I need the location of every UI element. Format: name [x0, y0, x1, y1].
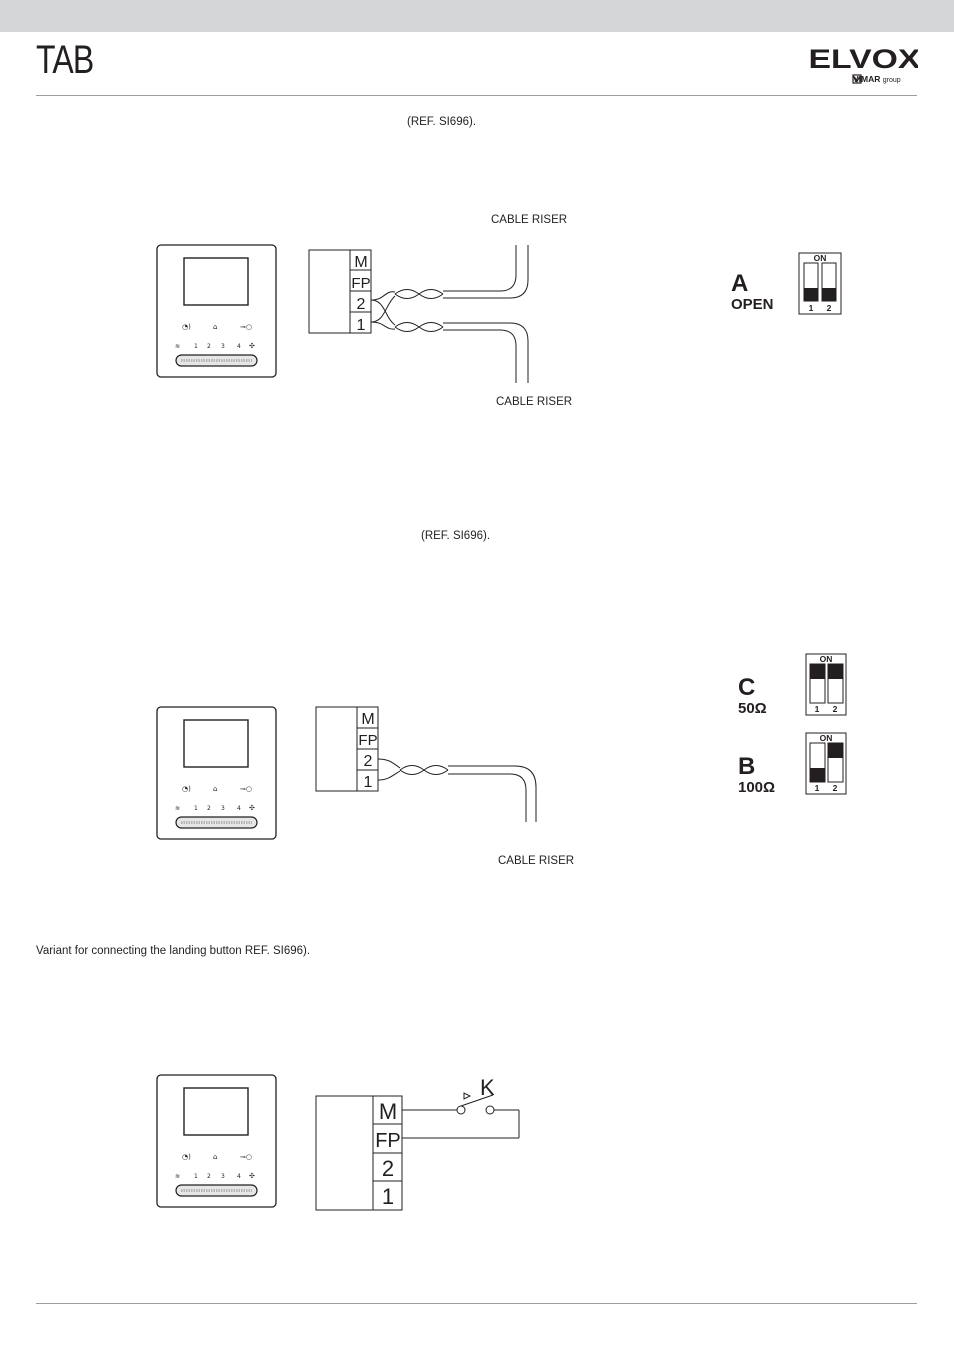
footer-divider [36, 1303, 917, 1304]
brand-sub: VIMAR group [853, 74, 901, 84]
dip-c-caption: C 50Ω [738, 674, 767, 718]
cable-riser-bottom-label: CABLE RISER [496, 396, 573, 408]
dip-b-letter: B [738, 753, 756, 780]
dip-a-setting: OPEN [731, 296, 774, 313]
cable-riser-label-2: CABLE RISER [498, 855, 575, 867]
dip-c-pos1: 1 [815, 704, 820, 714]
terminal-block-1: M FP 2 1 [308, 249, 372, 334]
terminal-3-m: M [379, 1099, 397, 1124]
switch-k-label: K [480, 1075, 495, 1100]
terminal-1-m: M [354, 254, 367, 271]
section3-intro-text: Variant for connecting the landing butto… [36, 945, 311, 957]
dip-b-pos2: 2 [833, 783, 838, 793]
dip-switch-c: ON 1 2 [805, 653, 847, 716]
vimar-mark-icon [852, 74, 862, 84]
terminal-3-2: 2 [382, 1156, 394, 1181]
dip-c-letter: C [738, 674, 756, 701]
terminal-2-2: 2 [364, 753, 373, 770]
terminal-1-fp: FP [351, 275, 370, 292]
terminal-1-1: 1 [357, 317, 366, 334]
wiring-1 [370, 245, 529, 383]
monitor-1-icon [155, 243, 278, 379]
dip-a-letter: A [731, 270, 749, 297]
terminal-block-3: M FP 2 1 [315, 1095, 403, 1211]
landing-button-switch: K [402, 1075, 520, 1139]
dip-a-caption: A OPEN [731, 270, 774, 314]
section2-ref-text: (REF. SI696). [421, 530, 491, 542]
cable-riser-top-label: CABLE RISER [491, 214, 568, 226]
dip-switch-b: ON 1 2 [805, 732, 847, 795]
terminal-3-1: 1 [382, 1184, 394, 1209]
dip-c-on-label: ON [820, 654, 833, 664]
page-title: TAB [36, 38, 94, 82]
header-bar [0, 0, 954, 32]
terminal-2-m: M [361, 711, 374, 728]
terminal-3-fp: FP [375, 1130, 401, 1152]
dip-a-pos1: 1 [809, 303, 814, 313]
brand-sub-tail: group [882, 77, 901, 84]
dip-a-on-label: ON [814, 253, 827, 263]
terminal-2-fp: FP [358, 732, 377, 749]
brand-logo: ELVOX [809, 44, 919, 84]
section1-ref-text: (REF. SI696). [407, 116, 477, 128]
monitor-3-icon [155, 1073, 278, 1209]
dip-switch-a: ON 1 2 [798, 252, 842, 315]
terminal-block-2: M FP 2 1 [315, 706, 379, 792]
dip-a-pos2: 2 [827, 303, 832, 313]
dip-b-setting: 100Ω [738, 779, 776, 796]
dip-b-pos1: 1 [815, 783, 820, 793]
brand-logo-text: ELVOX [809, 44, 919, 74]
brand-sub-name: VIMAR [853, 74, 881, 84]
header-divider [36, 95, 917, 96]
monitor-2-icon [155, 705, 278, 841]
wiring-2 [377, 758, 537, 822]
terminal-1-2: 2 [357, 296, 366, 313]
dip-c-pos2: 2 [833, 704, 838, 714]
dip-b-on-label: ON [820, 733, 833, 743]
terminal-2-1: 1 [364, 774, 373, 791]
dip-c-setting: 50Ω [738, 700, 767, 717]
dip-b-caption: B 100Ω [738, 753, 776, 797]
